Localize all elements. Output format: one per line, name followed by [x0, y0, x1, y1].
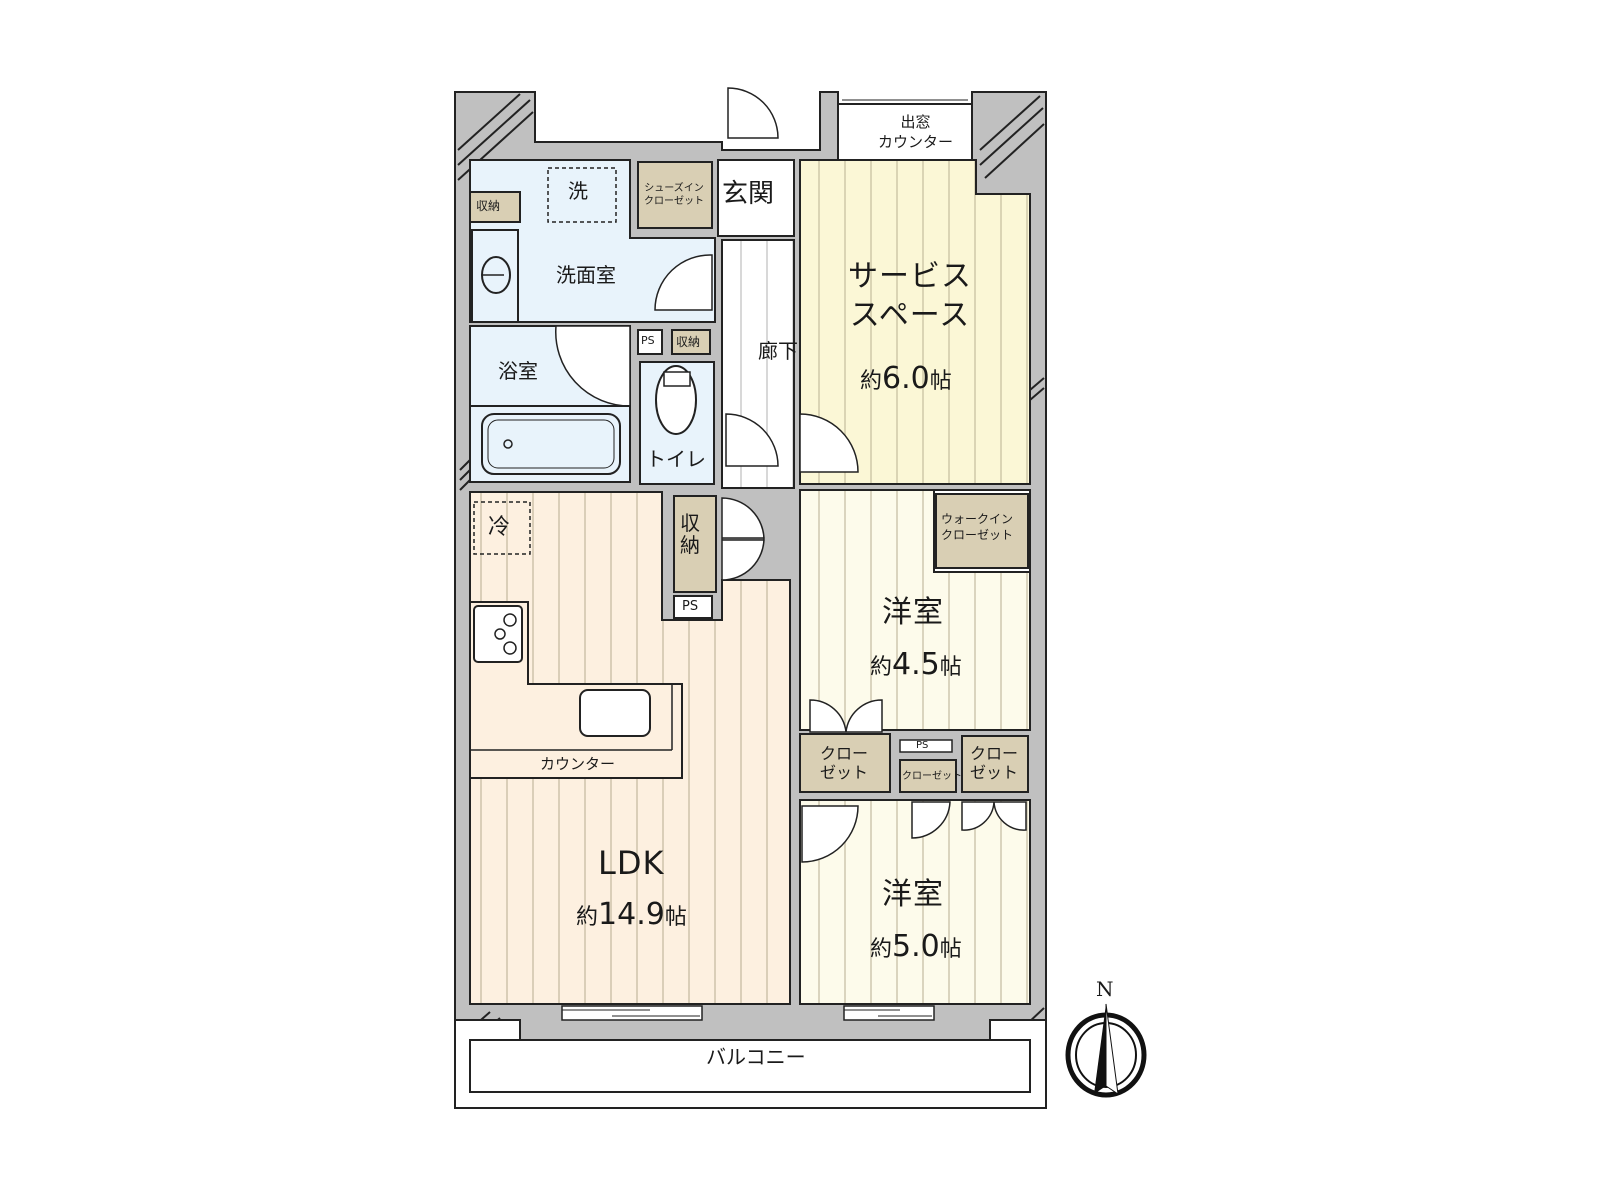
western-room-2-size: 約5.0帖 [870, 929, 962, 964]
toilet-door[interactable] [725, 413, 779, 467]
north-compass-icon [1065, 1003, 1147, 1098]
washer-space [547, 167, 617, 223]
western-room-2-label: 洋室 [882, 877, 944, 912]
shoe-closet-label-1: シューズイン [644, 183, 704, 194]
service-space-size: 約6.0帖 [860, 361, 952, 396]
ldk-size: 約14.9帖 [576, 897, 687, 932]
balcony [454, 1019, 1047, 1109]
shoe-closet [637, 161, 713, 229]
bay-window-label: 出窓カウンター [878, 112, 953, 153]
south-windows[interactable] [561, 1005, 935, 1021]
bathtub-icon [481, 413, 621, 475]
bay-window-label-1: 出窓 [900, 113, 931, 131]
western-room-2-door[interactable] [801, 805, 859, 863]
closet-b-door[interactable] [911, 801, 951, 839]
entrance-door[interactable] [727, 87, 779, 139]
service-space-name-2: スペース [849, 298, 971, 333]
storage-ldk [673, 495, 717, 593]
bathroom-label: 浴室 [498, 359, 538, 383]
service-space-name-1: サービス [848, 259, 972, 294]
walkin-closet-label: ウォークインクローゼット [941, 512, 1014, 543]
closet-c-label: クローゼット [970, 744, 1019, 783]
storage-ldk-door[interactable] [721, 497, 765, 581]
toilet-label: トイレ [646, 447, 706, 471]
kitchen-sink-icon [579, 689, 651, 737]
closet-a-door[interactable] [809, 699, 883, 733]
western-room-1-size: 約4.5帖 [870, 647, 962, 682]
washer-label: 洗 [568, 179, 588, 203]
ldk-label: LDK [598, 844, 665, 882]
washroom-label: 洗面室 [556, 263, 616, 287]
kitchen-counter-label: カウンター [540, 755, 616, 773]
closet-c-door[interactable] [961, 801, 1027, 831]
service-space-door[interactable] [799, 413, 859, 473]
western-room-1-label: 洋室 [882, 595, 944, 630]
ps-label-3: PS [916, 740, 929, 751]
ps-label-1: PS [641, 334, 655, 347]
entrance [717, 159, 795, 237]
balcony-label: バルコニー [706, 1045, 806, 1069]
shoe-closet-label-2: クローゼット [644, 196, 704, 207]
closet-b-label: クローゼット [902, 771, 962, 782]
ps-box-3 [899, 739, 953, 753]
washroom-door[interactable] [654, 254, 713, 311]
bay-window-label-2: カウンター [878, 133, 954, 152]
storage-ldk-label: 収納 [680, 511, 700, 557]
walkin-closet [935, 493, 1029, 569]
compass-north-label: N [1096, 977, 1114, 1001]
storage-wash [469, 191, 521, 223]
closet-b [899, 759, 957, 793]
closet-a-label: クローゼット [820, 744, 869, 783]
service-space [799, 159, 1031, 485]
washroom [469, 159, 716, 323]
service-space-label: サービススペース [848, 260, 972, 338]
storage-wash-label: 収納 [476, 199, 501, 213]
closet-a [799, 733, 891, 793]
storage-toilet [671, 329, 711, 355]
shoe-closet-label: シューズインクローゼット [644, 182, 704, 208]
entrance-label: 玄関 [722, 179, 775, 209]
fridge-label: 冷 [488, 515, 511, 540]
ps-box-1 [637, 329, 663, 355]
ps-box-2 [673, 595, 713, 619]
fridge-space [473, 501, 531, 555]
hallway-label: 廊下 [758, 339, 798, 363]
stove-icon [473, 605, 523, 663]
ps-label-2: PS [682, 599, 699, 614]
closet-c [961, 735, 1029, 793]
storage-toilet-label: 収納 [676, 335, 701, 349]
